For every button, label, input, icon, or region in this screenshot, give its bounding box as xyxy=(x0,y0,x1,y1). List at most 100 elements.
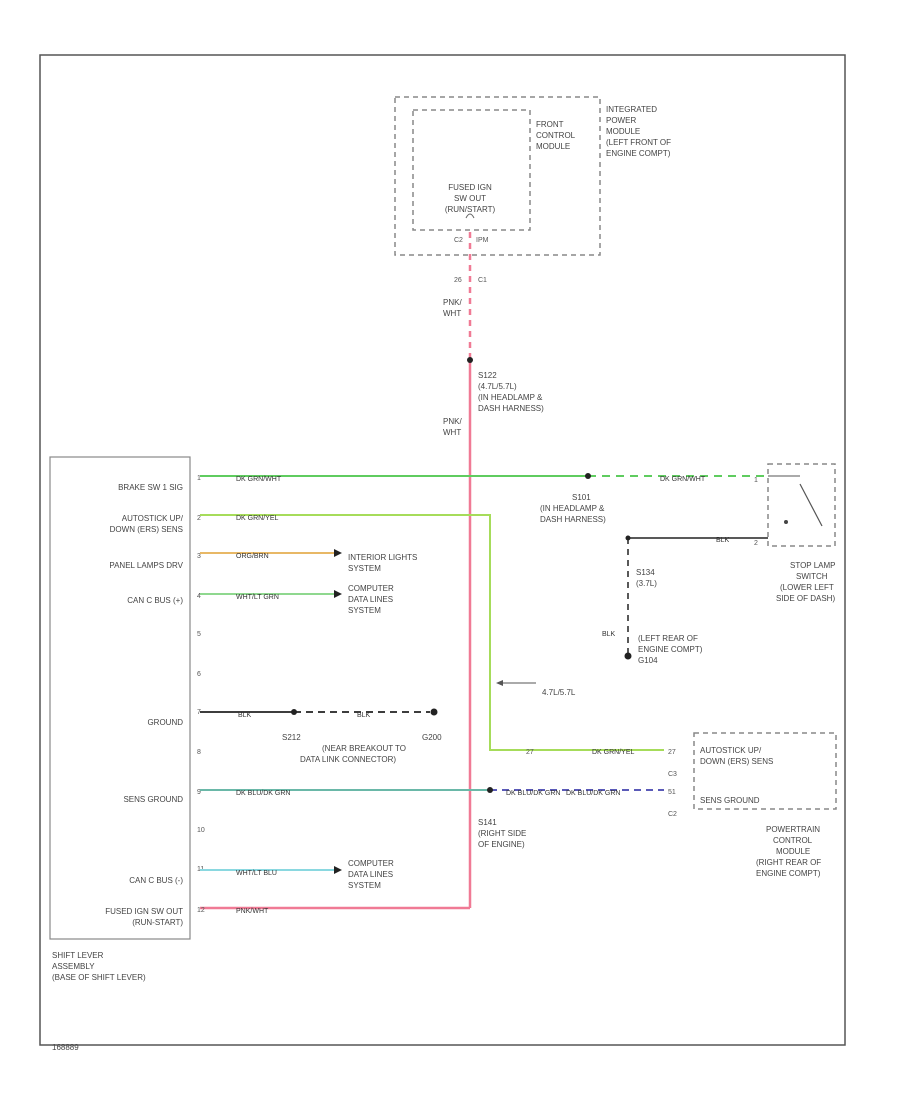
ground-g104-dot xyxy=(624,652,632,660)
stop-lamp-title-1: STOP LAMP xyxy=(790,561,836,570)
g200-3: DATA LINK CONNECTOR) xyxy=(300,755,396,764)
ipm-title-5: ENGINE COMPT) xyxy=(606,149,671,158)
svg-text:S101(IN HEADLAMP &DASH HARNESS: S101 (IN HEADLAMP & DASH HARNESS) xyxy=(540,493,606,524)
switch-arm xyxy=(799,483,823,527)
fcm-label-2: CONTROL xyxy=(536,131,576,140)
svg-text:AUTOSTICK UP/DOWN (ERS) SENS: AUTOSTICK UP/DOWN (ERS) SENS xyxy=(700,746,773,766)
ground-wire xyxy=(200,708,438,716)
diagram-code: 168889 xyxy=(52,1043,79,1052)
pcm-conn-c2: C2 xyxy=(668,811,677,818)
splice-s122-dot xyxy=(467,357,473,363)
splice-s141-dot xyxy=(487,787,493,793)
ipm-c1-pin: 26 xyxy=(454,277,462,284)
fcm-outline xyxy=(412,109,531,231)
splice-s101-dot xyxy=(585,473,591,479)
autostick-color-2: DK GRN/YEL xyxy=(592,749,635,756)
pcm-autostick-1: AUTOSTICK UP/ xyxy=(700,746,762,755)
s101-3: DASH HARNESS) xyxy=(540,515,606,524)
s101-1: S101 xyxy=(572,493,591,502)
engine-option-arrow xyxy=(496,680,536,686)
switch-pivot xyxy=(784,520,788,524)
can-c-minus-wire xyxy=(200,866,342,874)
pin-2: 2 xyxy=(197,515,201,522)
s101-2: (IN HEADLAMP & xyxy=(540,504,605,513)
pin-8: 8 xyxy=(197,749,201,756)
s122-4: DASH HARNESS) xyxy=(478,404,544,413)
pin-label-panel-lamps: PANEL LAMPS DRV xyxy=(109,561,183,570)
s141-2: (RIGHT SIDE xyxy=(478,829,526,838)
svg-text:PNK/WHT: PNK/WHT xyxy=(443,417,462,437)
ipm-title-3: MODULE xyxy=(606,127,640,136)
s122-1: S122 xyxy=(478,371,497,380)
svg-text:AUTOSTICK UP/DOWN (ERS) SENS: AUTOSTICK UP/DOWN (ERS) SENS xyxy=(110,514,184,534)
sens-color-2: DK BLU/DK GRN xyxy=(506,790,560,797)
stop-lamp-pin-1: 1 xyxy=(754,477,758,484)
svg-text:S134(3.7L): S134(3.7L) xyxy=(636,568,657,588)
comp-2-b: DATA LINES xyxy=(348,870,393,879)
pcm-pin-51: 51 xyxy=(668,789,676,796)
sens-color-3: DK BLU/DK GRN xyxy=(566,790,620,797)
pin-6: 6 xyxy=(197,671,201,678)
g104-1: (LEFT REAR OF xyxy=(638,634,698,643)
pin-label-fused-2: (RUN-START) xyxy=(132,918,183,927)
autostick-color: DK GRN/YEL xyxy=(236,515,279,522)
fcm-label-3: MODULE xyxy=(536,142,570,151)
pcm-title-3: MODULE xyxy=(776,847,810,856)
ipm-title-1: INTEGRATED xyxy=(606,105,657,114)
sens-color: DK BLU/DK GRN xyxy=(236,790,290,797)
fused-color: PNK/WHT xyxy=(236,908,269,915)
stop-lamp-ground-wire xyxy=(624,535,768,660)
g104-2: ENGINE COMPT) xyxy=(638,645,703,654)
interior-1: INTERIOR LIGHTS xyxy=(348,553,417,562)
pin-label-canc-plus: CAN C BUS (+) xyxy=(127,596,183,605)
brake-sw-wire xyxy=(200,473,768,479)
ipm-title-2: POWER xyxy=(606,116,636,125)
svg-text:FUSED IGN SW OUT(RUN-START): FUSED IGN SW OUT(RUN-START) xyxy=(105,907,183,927)
pin-label-sens-ground: SENS GROUND xyxy=(123,795,183,804)
pcm-sens-ground: SENS GROUND xyxy=(700,796,760,805)
fuse-symbol xyxy=(465,213,475,219)
stop-lamp-title-3: (LOWER LEFT xyxy=(780,583,834,592)
pin-5: 5 xyxy=(197,631,201,638)
pcm-title-2: CONTROL xyxy=(773,836,813,845)
g200-1: G200 xyxy=(422,733,442,742)
blk-stop-label: BLK xyxy=(716,537,730,544)
engine-option-label: 4.7L/5.7L xyxy=(542,688,576,697)
fuse-label-2: SW OUT xyxy=(454,194,486,203)
s122-3: (IN HEADLAMP & xyxy=(478,393,543,402)
pnk-wht-1-b: WHT xyxy=(443,309,461,318)
svg-text:PNK/WHT: PNK/WHT xyxy=(443,298,462,318)
pin-4: 4 xyxy=(197,593,201,600)
shift-lever-title-2: ASSEMBLY xyxy=(52,962,95,971)
pin-label-brake-sw: BRAKE SW 1 SIG xyxy=(118,483,183,492)
pin-label-autostick-1: AUTOSTICK UP/ xyxy=(122,514,184,523)
autostick-wire xyxy=(200,514,664,751)
diagram-border xyxy=(39,54,846,1046)
canc-plus-color: WHT/LT GRN xyxy=(236,594,279,601)
pin-7: 7 xyxy=(197,709,201,716)
s141-1: S141 xyxy=(478,818,497,827)
pcm-autostick-2: DOWN (ERS) SENS xyxy=(700,757,773,766)
shift-lever-outline xyxy=(49,456,191,940)
ground-color-2: BLK xyxy=(357,712,371,719)
brake-sw-color: DK GRN/WHT xyxy=(236,476,282,483)
sens-ground-wire xyxy=(200,787,664,793)
s122-2: (4.7L/5.7L) xyxy=(478,382,517,391)
comp-2-a: COMPUTER xyxy=(348,859,394,868)
canc-minus-color: WHT/LT BLU xyxy=(236,870,277,877)
fuse-label-1: FUSED IGN xyxy=(448,183,492,192)
shift-lever-title-1: SHIFT LEVER xyxy=(52,951,104,960)
pin-label-canc-minus: CAN C BUS (-) xyxy=(129,876,183,885)
